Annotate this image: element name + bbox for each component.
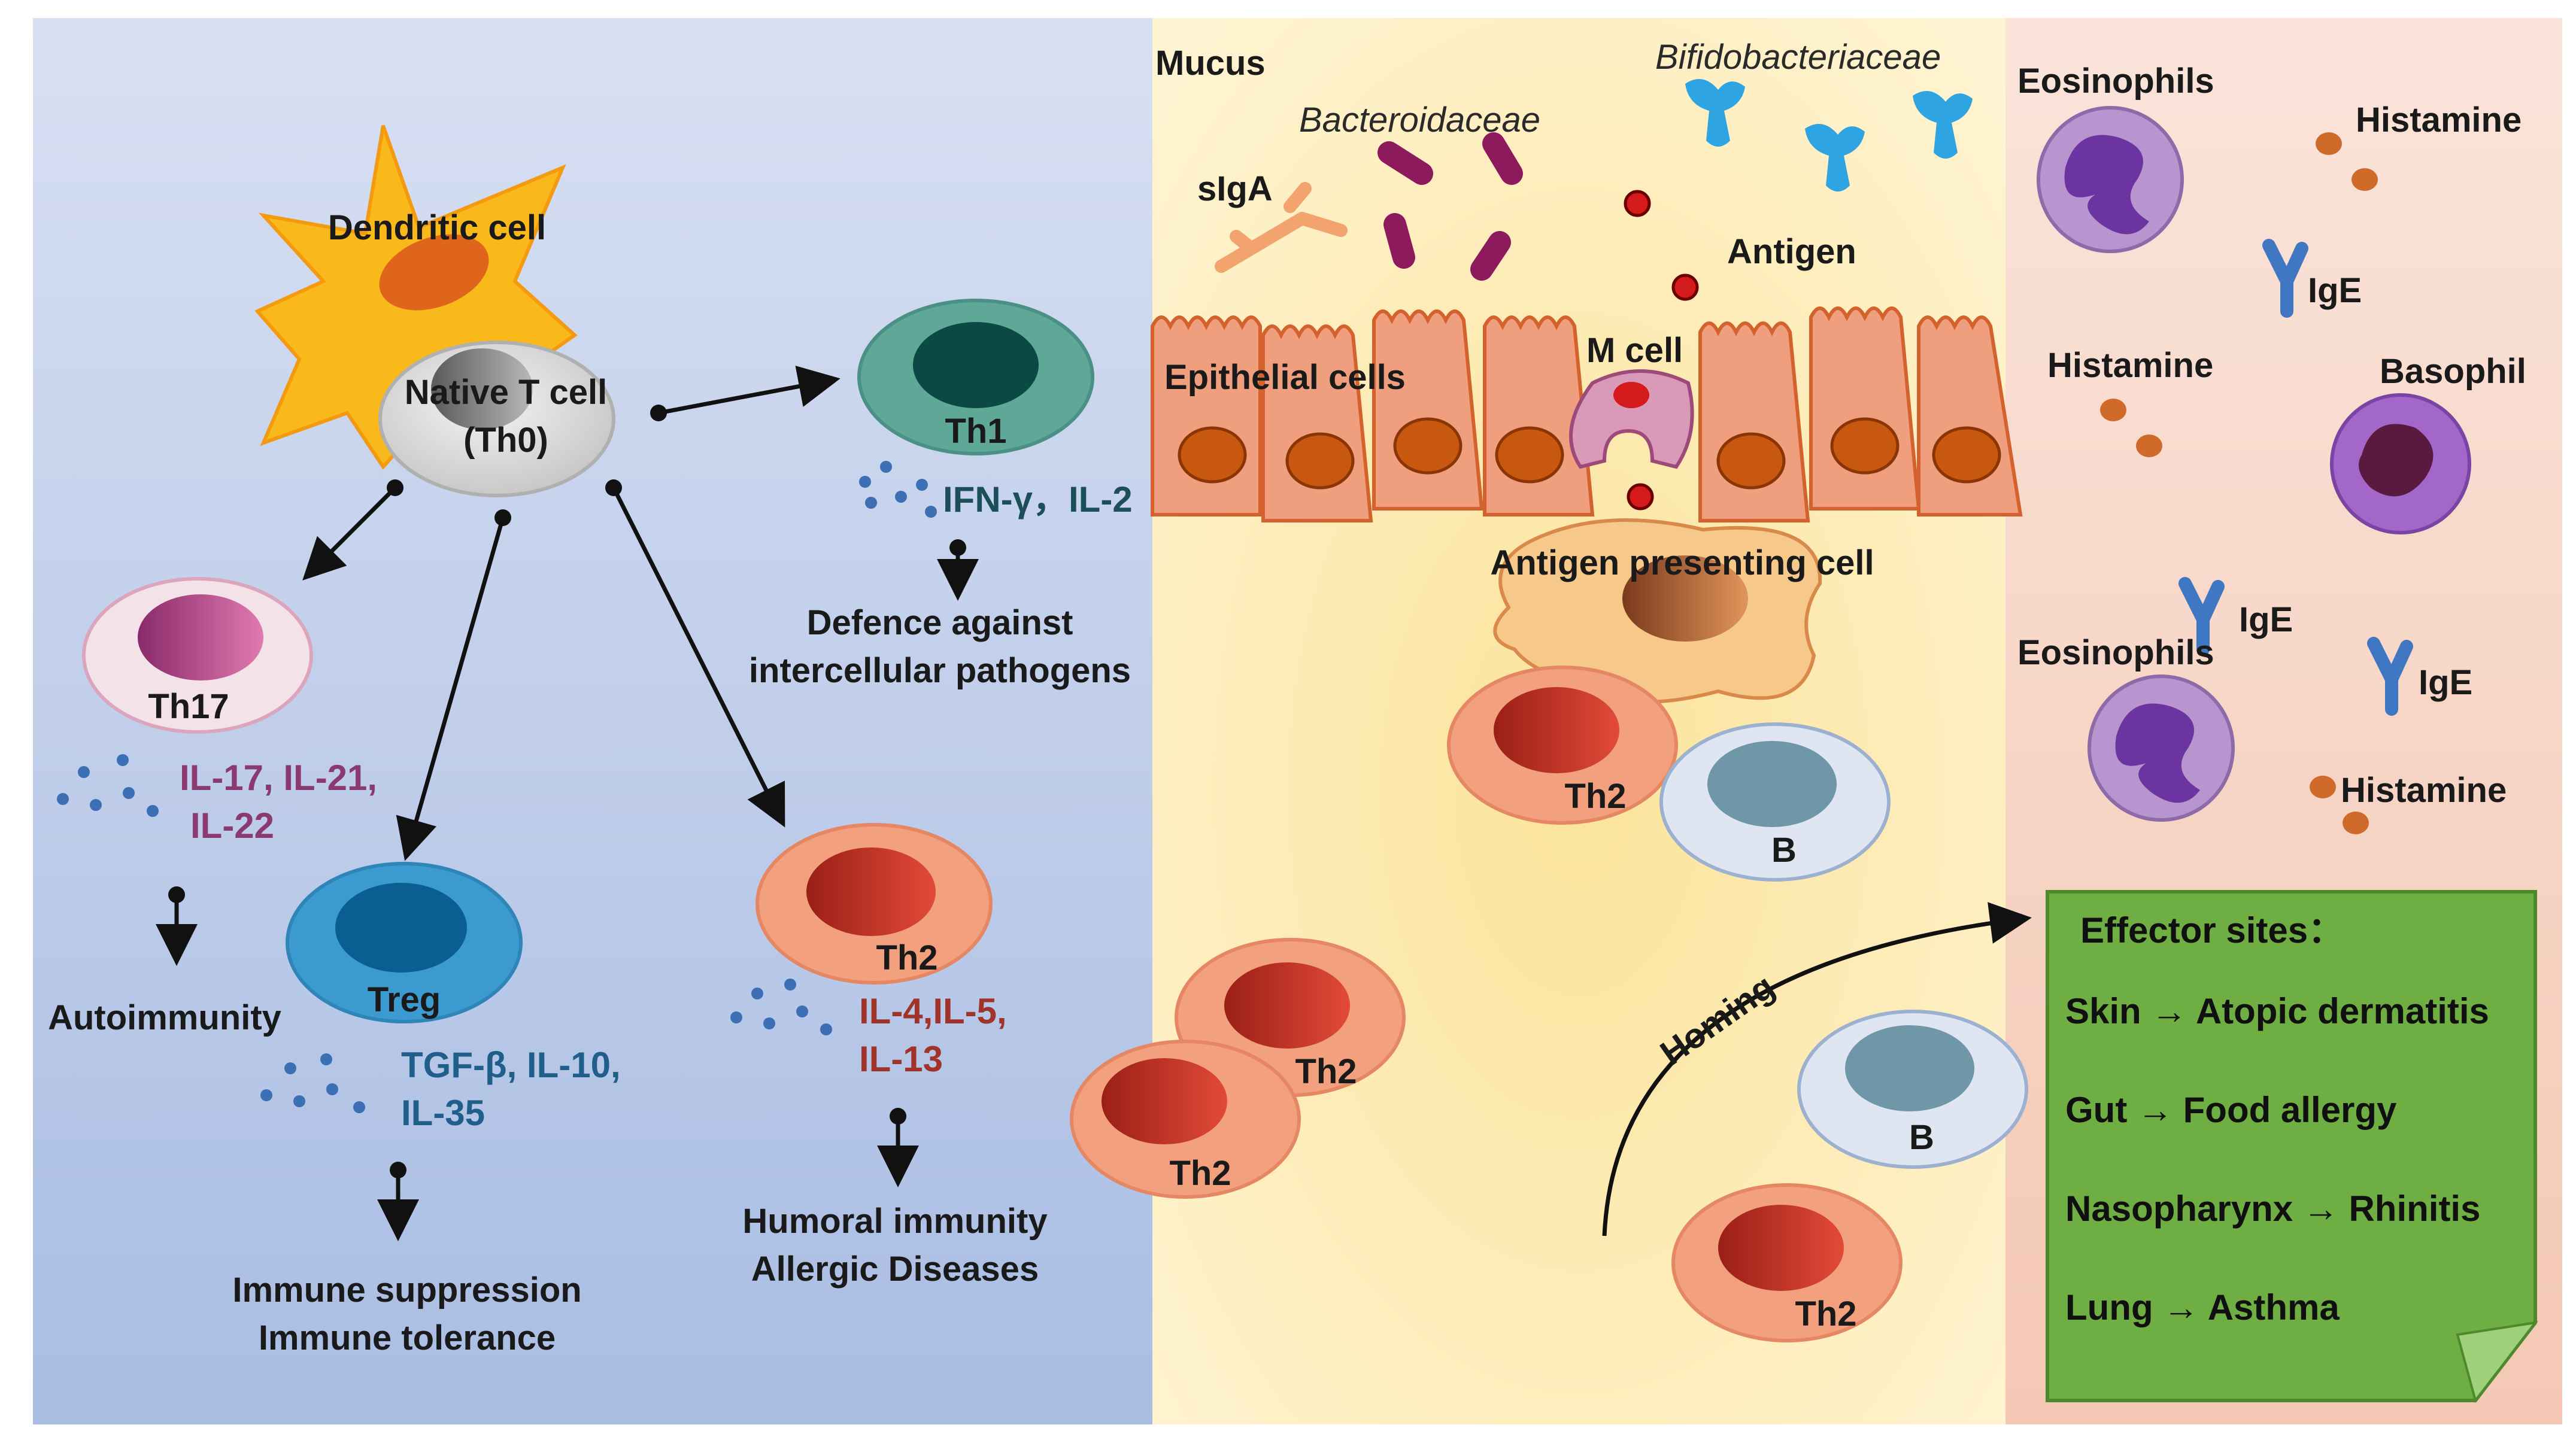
histamine-label-3: Histamine xyxy=(2341,771,2507,810)
dendritic-cell-label: Dendritic cell xyxy=(328,208,546,247)
th1-outcome-arrow xyxy=(937,539,979,601)
th1-cell: Th1 xyxy=(857,299,1094,455)
eosinophils-label-2: Eosinophils xyxy=(2017,633,2214,672)
ige-2 xyxy=(2178,577,2225,656)
b-cell-mid-1: B xyxy=(1659,722,1891,882)
th2-label-mid-4: Th2 xyxy=(1795,1295,1856,1333)
eosinophil-2 xyxy=(2087,675,2235,822)
th1-cytokine-dots xyxy=(859,461,937,518)
bacteroidaceae-rods xyxy=(1377,132,1523,281)
eosinophils-label-1: Eosinophils xyxy=(2017,62,2214,101)
bacteroidaceae-label: Bacteroidaceae xyxy=(1299,101,1540,139)
th0-label: (Th0) xyxy=(463,421,548,460)
treg-outcome-line2: Immune tolerance xyxy=(259,1318,556,1357)
ige-label-1: IgE xyxy=(2308,271,2362,310)
th2-cell-mid-3: Th2 xyxy=(1070,1040,1301,1199)
effector-sites-box: Effector sites： Skin → Atopic dermatitis… xyxy=(2046,890,2538,1403)
treg-outcome-line1: Immune suppression xyxy=(232,1271,581,1310)
th17-cytokines-line1: IL-17, IL-21, xyxy=(180,758,377,798)
basophil-label: Basophil xyxy=(2380,352,2526,391)
native-t-cell-label: Native T cell xyxy=(405,373,607,412)
histamine-label-2: Histamine xyxy=(2047,346,2213,385)
native-t-cell: Native T cell (Th0) xyxy=(378,341,615,497)
effector-title: Effector sites： xyxy=(2080,910,2344,950)
histamine-label-1: Histamine xyxy=(2356,101,2522,139)
ige-3 xyxy=(2367,637,2413,716)
apc-label: Antigen presenting cell xyxy=(1490,543,1874,582)
th2-label-mid-2: Th2 xyxy=(1295,1052,1357,1091)
th1-outcome-line2: intercellular pathogens xyxy=(749,651,1131,690)
treg-outcome-arrow xyxy=(377,1162,419,1241)
th17-outcome-arrow xyxy=(156,886,198,966)
th2-cytokine-dots xyxy=(730,979,832,1035)
homing-arrow xyxy=(1602,902,2032,1236)
treg-cytokines-line2: IL-35 xyxy=(401,1093,485,1133)
effector-item-lung: Lung → Asthma xyxy=(2065,1287,2340,1327)
th2-label-mid-3: Th2 xyxy=(1169,1154,1231,1193)
epithelial-layer xyxy=(1151,306,2023,522)
b-label-mid-1: B xyxy=(1771,831,1797,870)
treg-cytokine-dots xyxy=(260,1053,365,1113)
effector-item-nasopharynx: Nasopharynx → Rhinitis xyxy=(2065,1189,2480,1229)
th2-outcome-line1: Humoral immunity xyxy=(742,1202,1047,1241)
arrow-origin-dots xyxy=(387,405,667,526)
th2-label-mid-1: Th2 xyxy=(1564,777,1626,816)
th17-cytokines-line2: IL-22 xyxy=(190,806,274,846)
bifidobacteriaceae-shapes xyxy=(1685,79,1973,192)
th17-outcome: Autoimmunity xyxy=(48,998,281,1037)
treg-label: Treg xyxy=(368,980,441,1019)
effector-item-skin: Skin → Atopic dermatitis xyxy=(2065,991,2489,1031)
th2-label-left: Th2 xyxy=(876,938,937,977)
treg-cell: Treg xyxy=(286,862,523,1023)
histamine-dots-2 xyxy=(2100,399,2162,457)
th2-cell-left: Th2 xyxy=(755,823,993,985)
basophil xyxy=(2330,393,2471,534)
treg-cytokines-line1: TGF-β, IL-10, xyxy=(401,1045,621,1085)
mucus-label: Mucus xyxy=(1155,44,1266,83)
th1-cytokines: IFN-γ，IL-2 xyxy=(943,479,1133,519)
siga-antibody xyxy=(1215,182,1348,273)
ige-label-2: IgE xyxy=(2239,600,2293,639)
th2-outcome-arrow xyxy=(877,1108,919,1187)
th1-outcome-line1: Defence against xyxy=(807,603,1073,642)
antigen-presenting-cell xyxy=(1493,518,1822,704)
ige-label-3: IgE xyxy=(2419,663,2472,702)
differentiation-arrows xyxy=(302,366,841,861)
histamine-dots-3 xyxy=(2310,776,2369,834)
antigen-dots xyxy=(1624,190,1699,511)
th17-cytokine-dots xyxy=(57,754,159,817)
eosinophil-1 xyxy=(2037,106,2184,253)
th1-label: Th1 xyxy=(945,412,1006,451)
siga-label: sIgA xyxy=(1197,169,1273,208)
th17-label: Th17 xyxy=(148,687,229,726)
th2-cytokines-line1: IL-4,IL-5, xyxy=(859,991,1007,1031)
m-cell xyxy=(1569,369,1694,469)
th2-cell-mid-4: Th2 xyxy=(1671,1183,1903,1342)
effector-item-gut: Gut → Food allergy xyxy=(2065,1090,2397,1130)
antigen-label: Antigen xyxy=(1727,232,1856,271)
m-cell-label: M cell xyxy=(1586,331,1683,370)
th2-outcome-line2: Allergic Diseases xyxy=(751,1250,1039,1289)
th2-cell-mid-1: Th2 xyxy=(1447,666,1678,825)
histamine-dots-1 xyxy=(2316,132,2378,191)
ige-1 xyxy=(2262,239,2308,318)
th17-cell: Th17 xyxy=(82,577,313,734)
th2-cytokines-line2: IL-13 xyxy=(859,1039,943,1079)
epithelial-cells-label: Epithelial cells xyxy=(1164,358,1406,397)
bifidobacteriaceae-label: Bifidobacteriaceae xyxy=(1655,38,1941,77)
b-label-mid-2: B xyxy=(1909,1118,1934,1157)
b-cell-mid-2: B xyxy=(1797,1010,2028,1169)
